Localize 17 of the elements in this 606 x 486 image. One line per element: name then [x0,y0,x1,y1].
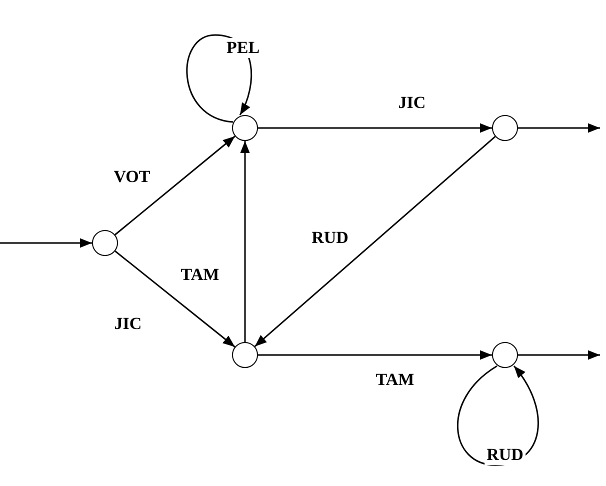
state-circle [492,342,518,368]
self-loop-arrow [186,34,252,123]
arrow [114,250,236,348]
arrow [240,141,250,342]
state-circle [92,230,118,256]
arrow [518,123,600,133]
state-circle [492,115,518,141]
arrow [254,136,496,348]
state-circle [232,342,258,368]
state-circle [232,115,258,141]
arrow [114,136,236,236]
arrow [0,238,92,248]
self-loop-arrow [457,365,539,466]
arrow [258,350,492,360]
edge-label: PEL [224,38,262,58]
arrow [258,123,492,133]
arrow [518,350,600,360]
